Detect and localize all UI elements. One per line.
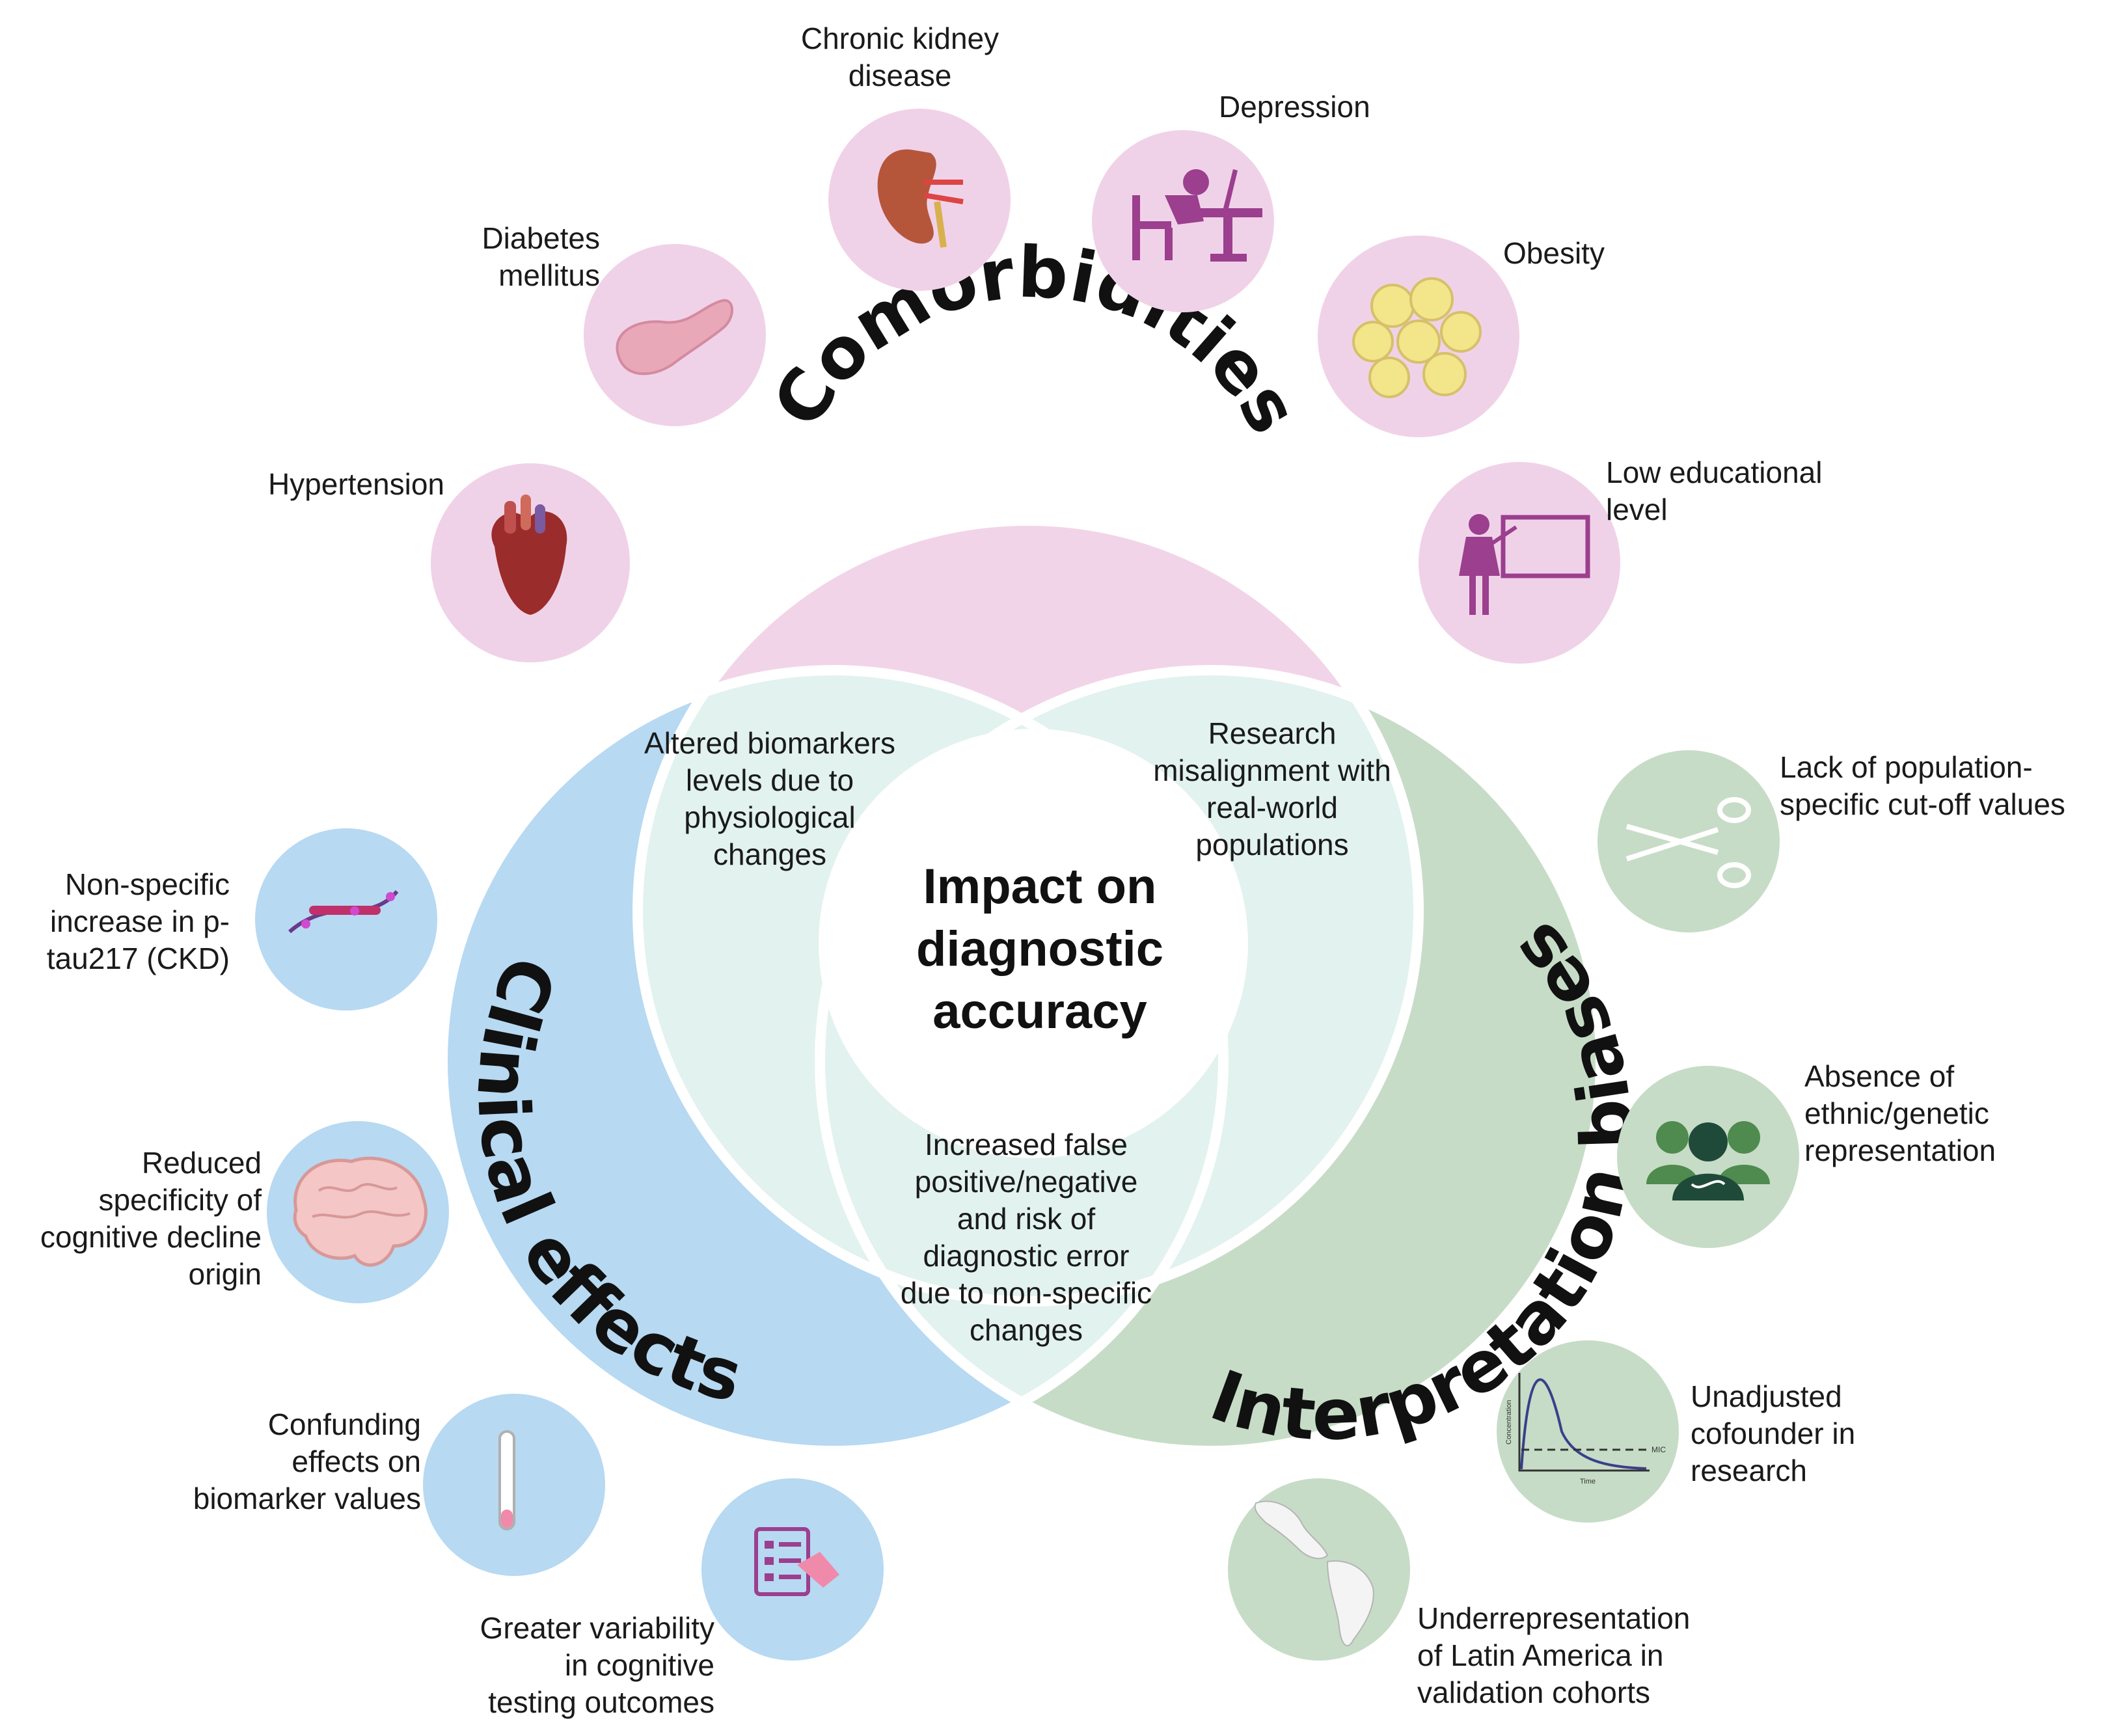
overlap-line: Altered biomarkers	[644, 726, 895, 760]
comorbidity-hypertension: Hypertension	[268, 463, 630, 662]
overlap-line: positive/negative	[915, 1165, 1138, 1199]
icon-bubble	[1497, 1340, 1679, 1523]
heart-icon	[491, 495, 567, 615]
label-line: Underrepresentation	[1417, 1601, 1690, 1635]
depressed-person-icon	[1132, 169, 1262, 262]
outline-right	[815, 665, 1606, 1456]
label-line: Absence of	[1804, 1059, 1954, 1093]
center-title: Impact on diagnostic accuracy	[916, 859, 1163, 1039]
overlap-line: diagnostic error	[923, 1239, 1129, 1273]
label-line: in cognitive	[565, 1648, 714, 1682]
bias-ethnic: Absence of ethnic/genetic representation	[1617, 1059, 1996, 1248]
label-line: Diabetes	[482, 221, 600, 255]
pancreas-icon	[616, 299, 733, 375]
checklist-icon	[754, 1527, 839, 1596]
test-tube-icon	[498, 1430, 515, 1530]
label-line: Depression	[1219, 90, 1370, 124]
bias-latam: Underrepresentation of Latin America in …	[1228, 1478, 1690, 1709]
label-line: specificity of	[98, 1183, 262, 1217]
label-line: cognitive decline	[40, 1220, 262, 1254]
label-line: mellitus	[498, 258, 600, 292]
label-line: research	[1691, 1454, 1807, 1487]
curve-y-label: Concentration	[1505, 1400, 1513, 1445]
overlap-line: real-world	[1206, 791, 1338, 824]
curve-threshold-label: MIC	[1652, 1445, 1666, 1454]
label-line: Non-specific	[65, 867, 230, 901]
label-line: Obesity	[1503, 236, 1605, 270]
bias-cofounder: Concentration Time MIC Unadjusted cofoun…	[1497, 1340, 1855, 1523]
overlap-line: levels due to	[686, 763, 854, 797]
kidney-icon	[877, 149, 964, 248]
label-line: biomarker values	[193, 1482, 421, 1515]
label-line: Chronic kidney	[801, 21, 999, 55]
comorbidity-education: Low educational level	[1419, 455, 1822, 664]
center-line-3: accuracy	[932, 984, 1147, 1039]
label-line: level	[1606, 493, 1668, 526]
label-line: cofounder in	[1691, 1417, 1855, 1450]
overlap-text-comorbid-interp: Research misalignment with real-world po…	[1153, 716, 1391, 861]
clinical-ptau: Non-specific increase in p- tau217 (CKD)	[47, 828, 437, 1010]
overlap-line: changes	[713, 837, 826, 871]
clinical-confounding: Confunding effects on biomarker values	[193, 1394, 605, 1576]
brain-icon	[293, 1156, 428, 1267]
venn-diagram	[437, 515, 1606, 1456]
bias-cutoff: Lack of population- specific cut-off val…	[1597, 750, 2065, 932]
clinical-specificity: Reduced specificity of cognitive decline…	[40, 1121, 449, 1303]
curve-x-label: Time	[1580, 1478, 1596, 1485]
label-line: of Latin America in	[1417, 1638, 1663, 1672]
comorbidity-diabetes: Diabetes mellitus	[482, 221, 766, 426]
americas-map-icon	[1254, 1500, 1374, 1647]
label-line: Reduced	[142, 1146, 262, 1180]
overlap-line: changes	[970, 1313, 1083, 1347]
label-line: Unadjusted	[1691, 1379, 1842, 1413]
label-line: Hypertension	[268, 467, 444, 501]
label-line: disease	[849, 59, 952, 92]
teacher-icon	[1459, 514, 1590, 615]
label-line: Greater variability	[480, 1611, 714, 1645]
overlap-text-clinical-interp: Increased false positive/negative and ri…	[901, 1128, 1152, 1347]
center-line-2: diagnostic	[916, 921, 1163, 977]
overlap-text-comorbid-clinical: Altered biomarkers levels due to physiol…	[644, 726, 895, 871]
concentration-curve-icon: Concentration Time MIC	[1505, 1373, 1666, 1485]
label-line: Low educational	[1606, 455, 1822, 489]
label-line: Lack of population-	[1780, 750, 2033, 784]
overlap-line: misalignment with	[1153, 753, 1391, 787]
label-line: testing outcomes	[488, 1685, 714, 1719]
overlap-line: Research	[1208, 716, 1337, 750]
label-line: tau217 (CKD)	[47, 942, 230, 975]
center-line-1: Impact on	[923, 859, 1157, 914]
label-line: ethnic/genetic	[1804, 1096, 1989, 1130]
overlap-line: populations	[1195, 828, 1348, 861]
label-line: effects on	[292, 1444, 421, 1478]
label-line: representation	[1804, 1133, 1996, 1167]
icon-bubble	[701, 1478, 884, 1661]
people-dna-icon	[1646, 1121, 1770, 1200]
clinical-variability: Greater variability in cognitive testing…	[480, 1478, 884, 1719]
scissors-icon	[1625, 797, 1751, 888]
icon-bubble	[255, 828, 437, 1010]
overlap-line: and risk of	[957, 1202, 1095, 1236]
icon-bubble	[1419, 462, 1620, 664]
comorbidity-ckd: Chronic kidney disease	[801, 21, 1011, 291]
outline-top	[632, 515, 1424, 1307]
outline-left	[437, 665, 1229, 1456]
label-line: Confunding	[268, 1407, 421, 1441]
overlap-line: due to non-specific	[901, 1276, 1152, 1310]
overlap-line: physiological	[684, 800, 855, 834]
comorbidity-obesity: Obesity	[1318, 236, 1605, 437]
comorbidity-depression: Depression	[1092, 90, 1370, 312]
label-line: specific cut-off values	[1780, 787, 2065, 821]
overlap-line: Increased false	[925, 1128, 1128, 1161]
center-circle	[819, 729, 1248, 1158]
fat-cells-icon	[1352, 277, 1482, 398]
label-line: origin	[188, 1257, 262, 1291]
protein-chain-icon	[288, 890, 399, 934]
label-line: increase in p-	[50, 904, 230, 938]
label-line: validation cohorts	[1417, 1675, 1650, 1709]
